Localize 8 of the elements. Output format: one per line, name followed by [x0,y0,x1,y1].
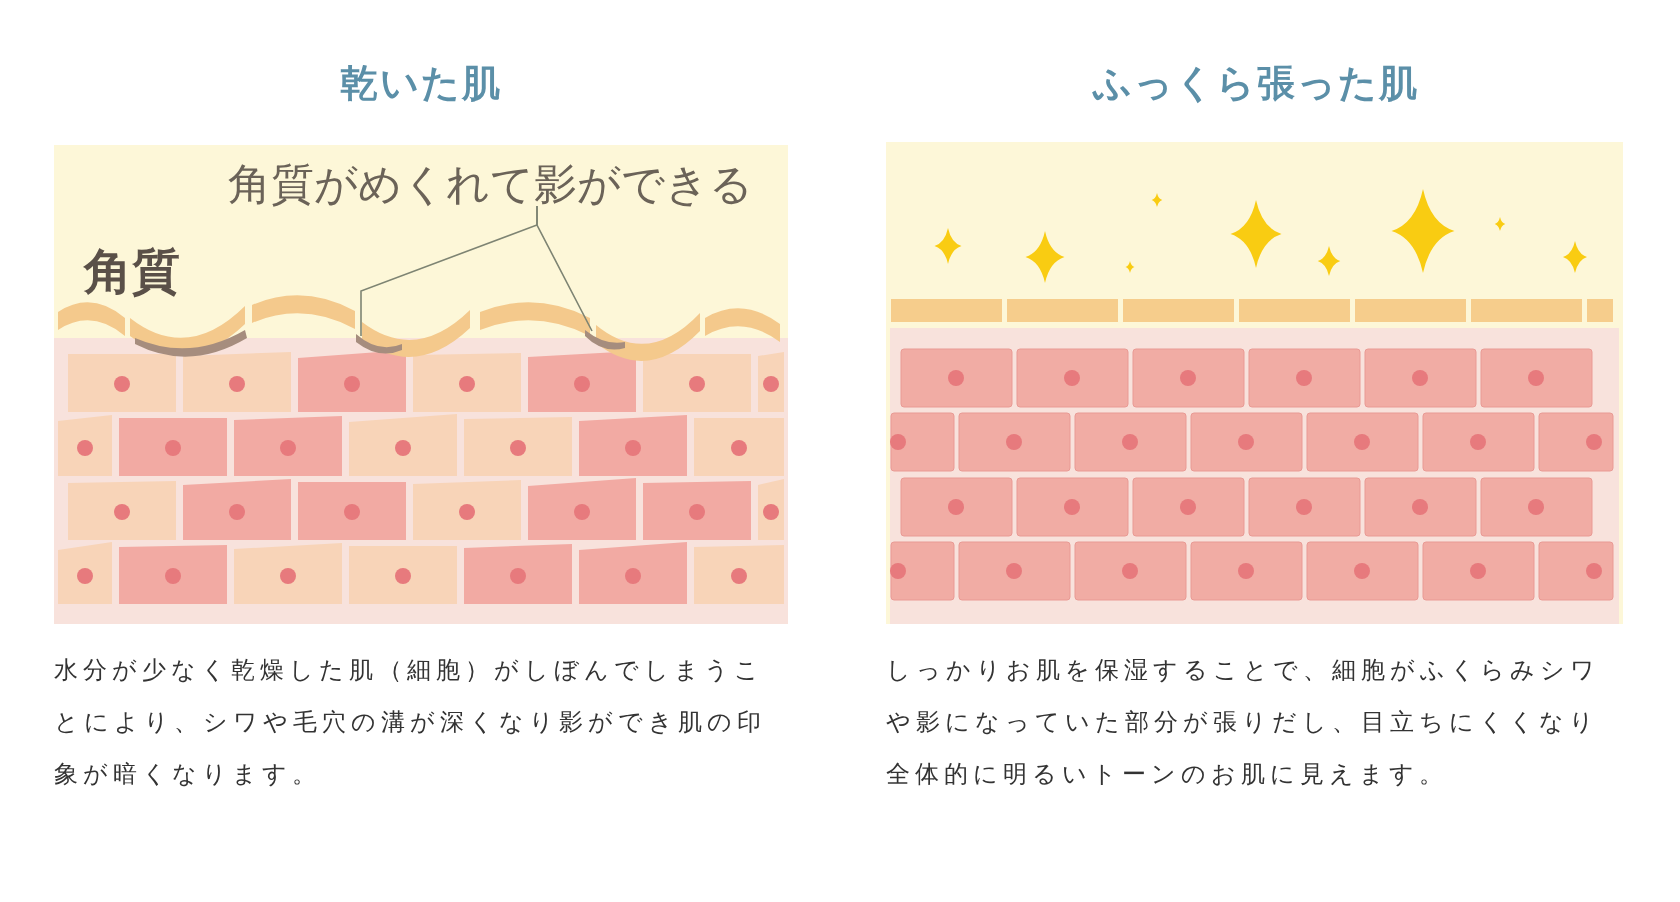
leader-line [536,205,593,332]
shadow-shape [354,332,404,354]
section-heading: ふっくら張った肌 [1091,60,1420,107]
description-paragraph: しっかりお肌を保湿することで、細胞がふくらみシワや影になっていた部分が張りだし、目立ちにくくなり全体的に明るいトーンのお肌に見えます。 [886,655,1601,790]
section-heading: 乾いた肌 [339,60,503,107]
description-paragraph: 水分が少なく乾燥した肌（細胞）がしぼんでしまうことにより、シワや毛穴の溝が深くなり影ができ肌の印象が暗くなります。 [54,655,767,790]
callout-text: 角質がめくれて影ができる [228,158,753,210]
layer-label: 角質 [84,242,180,301]
